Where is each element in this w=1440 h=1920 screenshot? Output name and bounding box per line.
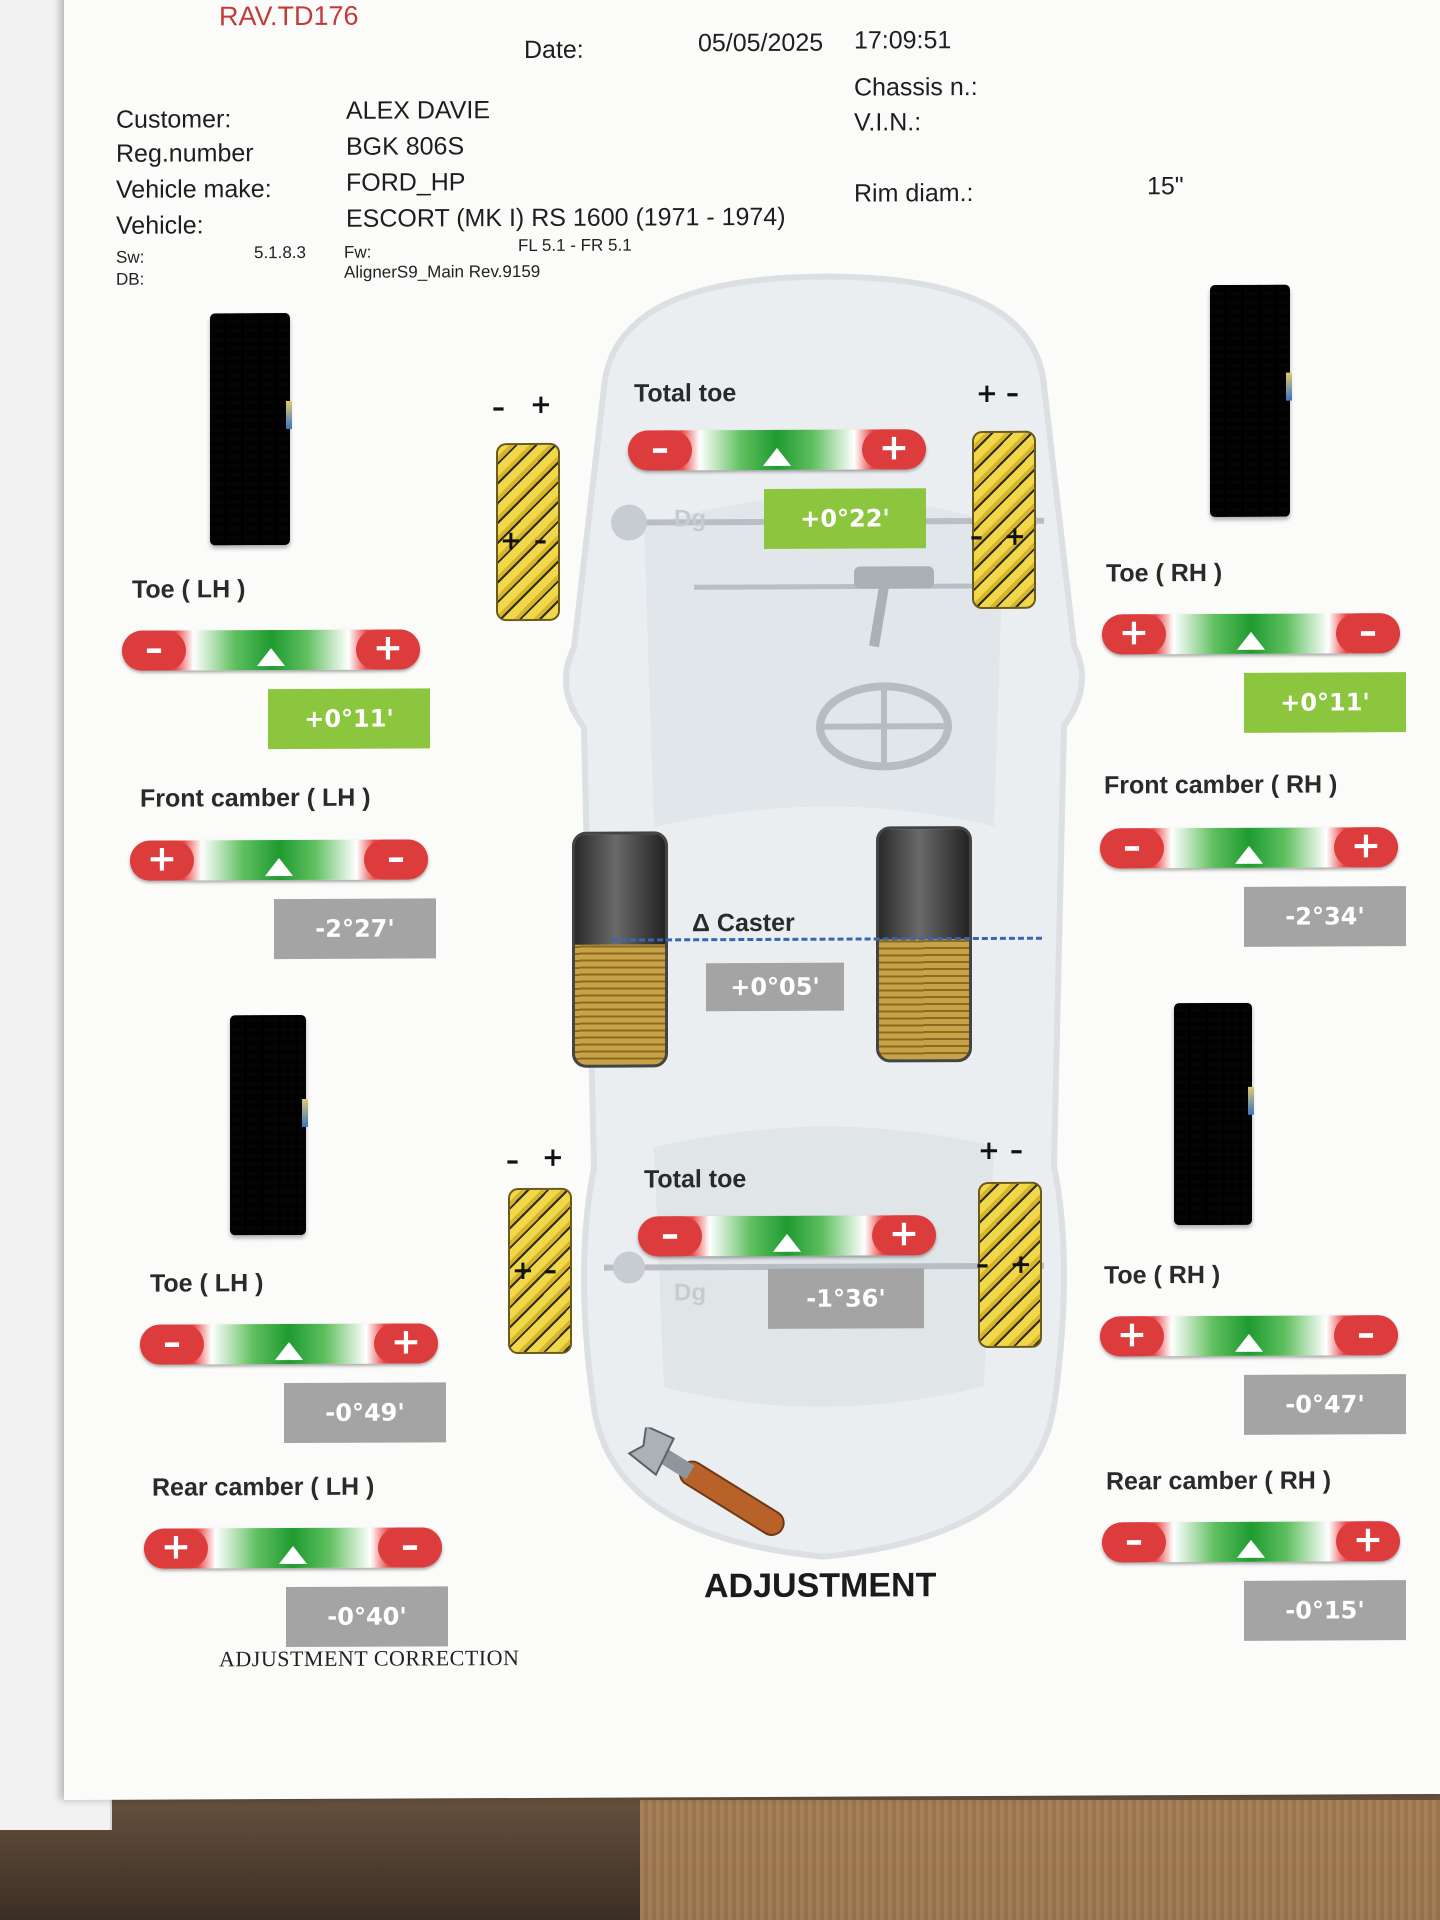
caster-label: Δ Caster: [692, 908, 795, 938]
rear-left-minus-sign: –: [506, 1146, 519, 1177]
rear-dg-label: Dg: [674, 1279, 706, 1307]
sw-value: 5.1.8.3: [254, 242, 306, 263]
fw-label: Fw:: [344, 242, 372, 262]
date-label: Date:: [524, 35, 584, 64]
front-total-toe-label: Total toe: [634, 379, 737, 408]
toe-lh-rear-gauge: –+: [140, 1320, 438, 1367]
customer-value: ALEX DAVIE: [346, 96, 491, 125]
damper-right-icon: [876, 826, 972, 1063]
camber-lh-front-label: Front camber ( LH ): [140, 783, 371, 813]
toe-lh-rear-value: -0°49': [284, 1382, 446, 1444]
front-left-axis-plus: +: [500, 526, 522, 557]
rear-right-axis-minus: –: [976, 1249, 989, 1281]
date-value: 05/05/2025: [698, 28, 824, 58]
rear-total-toe-label: Total toe: [644, 1165, 747, 1194]
chassis-label: Chassis n.:: [854, 73, 978, 102]
rim-value: 15": [1147, 172, 1184, 201]
camber-rh-rear-gauge: –+: [1102, 1518, 1400, 1565]
car-schematic: [563, 273, 1085, 1560]
rear-left-plus-sign: +: [542, 1142, 564, 1173]
camber-lh-front-gauge: +–: [130, 836, 428, 883]
reg-label: Reg.number: [116, 139, 254, 168]
db-label: DB:: [116, 269, 145, 289]
toe-rh-rear-value: -0°47': [1244, 1374, 1406, 1435]
tyre-rear-left-icon: [230, 1014, 306, 1236]
sw-label: Sw:: [116, 247, 145, 267]
wrench-icon: [627, 1426, 785, 1536]
caster-value: +0°05': [706, 962, 844, 1012]
rim-label: Rim diam.:: [854, 179, 974, 208]
toe-lh-front-label: Toe ( LH ): [132, 575, 246, 604]
front-total-toe-gauge: –+: [628, 426, 926, 473]
toe-lh-rear-label: Toe ( LH ): [150, 1269, 264, 1298]
front-right-axis-minus: –: [970, 521, 983, 553]
vehicle-value: ESCORT (MK I) RS 1600 (1971 - 1974): [346, 202, 786, 233]
make-label: Vehicle make:: [116, 175, 272, 204]
rug-background: [640, 1800, 1440, 1920]
front-left-axis-minus: –: [534, 525, 547, 556]
camber-lh-front-value: -2°27': [274, 898, 436, 960]
alignment-report-sheet: RAV.TD176 Date: 05/05/2025 17:09:51 Chas…: [64, 0, 1440, 1801]
tyre-rear-right-icon: [1174, 1002, 1252, 1226]
toe-rh-rear-label: Toe ( RH ): [1104, 1260, 1221, 1290]
front-right-plus-sign: +: [976, 378, 998, 410]
rear-right-axis-plus: +: [1010, 1249, 1032, 1280]
vehicle-label: Vehicle:: [116, 211, 204, 240]
camber-lh-rear-value: -0°40': [286, 1586, 448, 1648]
toe-lh-front-value: +0°11': [268, 688, 430, 750]
tyre-front-right-icon: [1210, 284, 1290, 517]
adjustment-title: ADJUSTMENT: [704, 1566, 937, 1606]
document-id: RAV.TD176: [219, 0, 359, 32]
wheel-front-right-icon: [972, 430, 1036, 610]
reg-value: BGK 806S: [346, 132, 465, 161]
rear-total-toe-value: -1°36': [768, 1268, 924, 1329]
camber-rh-front-gauge: –+: [1100, 824, 1398, 871]
front-right-minus-sign: –: [1006, 378, 1019, 409]
camber-rh-front-value: -2°34': [1244, 886, 1406, 947]
toe-lh-front-gauge: –+: [122, 626, 420, 673]
db-value: AlignerS9_Main Rev.9159: [344, 261, 541, 282]
rear-right-minus-sign: –: [1010, 1135, 1023, 1166]
fw-value: FL 5.1 - FR 5.1: [518, 235, 632, 256]
adjustment-correction-label: ADJUSTMENT CORRECTION: [219, 1645, 520, 1672]
rear-left-axis-minus: –: [544, 1255, 557, 1286]
front-left-plus-sign: +: [530, 389, 552, 420]
toe-rh-rear-gauge: +–: [1100, 1312, 1398, 1359]
camber-lh-rear-label: Rear camber ( LH ): [152, 1472, 375, 1502]
front-dg-label: Dg: [674, 505, 706, 533]
tyre-front-left-icon: [210, 313, 290, 546]
rear-total-toe-gauge: –+: [638, 1212, 936, 1259]
camber-rh-rear-value: -0°15': [1244, 1580, 1406, 1641]
time-value: 17:09:51: [854, 26, 952, 55]
vin-label: V.I.N.:: [854, 108, 922, 137]
damper-left-icon: [572, 831, 668, 1068]
camber-lh-rear-gauge: +–: [144, 1524, 442, 1571]
front-total-toe-value: +0°22': [764, 488, 926, 549]
rear-left-axis-plus: +: [512, 1255, 534, 1287]
toe-rh-front-value: +0°11': [1244, 672, 1406, 733]
customer-label: Customer:: [116, 105, 232, 134]
rear-right-plus-sign: +: [978, 1135, 1000, 1167]
camber-rh-rear-label: Rear camber ( RH ): [1106, 1466, 1332, 1496]
camber-rh-front-label: Front camber ( RH ): [1104, 770, 1338, 800]
front-right-axis-plus: +: [1004, 521, 1026, 552]
toe-rh-front-label: Toe ( RH ): [1106, 558, 1223, 588]
make-value: FORD_HP: [346, 168, 466, 197]
front-left-minus-sign: –: [492, 393, 505, 424]
toe-rh-front-gauge: +–: [1102, 610, 1400, 657]
